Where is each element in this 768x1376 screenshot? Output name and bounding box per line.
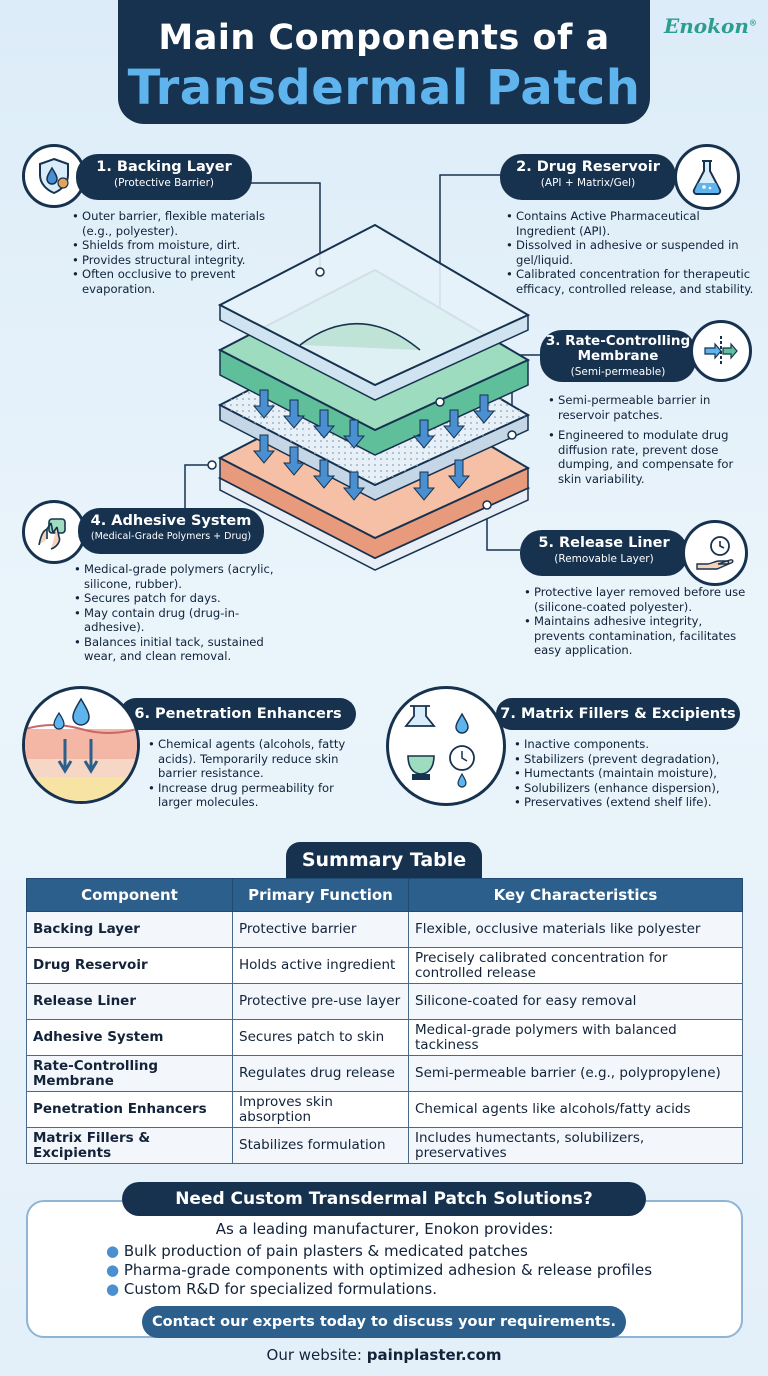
membrane-sub: (Semi-permeable): [570, 366, 666, 378]
list-item: May contain drug (drug-in-adhesive).: [74, 606, 284, 635]
matrix-fillers-heading: 7. Matrix Fillers & Excipients: [500, 706, 736, 722]
backing-layer: [217, 223, 531, 401]
list-item: Contains Active Pharmaceutical Ingredien…: [506, 209, 760, 238]
cta-bullets: ● Bulk production of pain plasters & med…: [106, 1242, 741, 1299]
membrane-bullets: Semi-permeable barrier in reservoir patc…: [548, 393, 748, 486]
list-item: Provides structural integrity.: [72, 253, 272, 268]
list-item: Maintains adhesive integrity, prevents c…: [524, 614, 754, 658]
penetration-heading: 6. Penetration Enhancers: [134, 706, 342, 722]
list-item: Humectants (maintain moisture),: [514, 766, 754, 781]
penetration-pill: 6. Penetration Enhancers: [120, 698, 356, 730]
adhesive-bullets: Medical-grade polymers (acrylic, silicon…: [74, 562, 284, 664]
backing-layer-heading: 1. Backing Layer: [96, 159, 232, 175]
summary-title: Summary Table: [286, 842, 482, 878]
column-header: Key Characteristics: [408, 878, 743, 912]
column-header: Primary Function: [232, 878, 409, 912]
list-item: Solubilizers (enhance dispersion),: [514, 781, 754, 796]
contact-experts-button[interactable]: Contact our experts today to discuss you…: [142, 1306, 626, 1338]
drug-reservoir-pill: 2. Drug Reservoir (API + Matrix/Gel): [500, 154, 676, 200]
list-item: ● Bulk production of pain plasters & med…: [106, 1242, 528, 1260]
list-item: ● Custom R&D for specialized formulation…: [106, 1280, 437, 1298]
list-item: Often occlusive to prevent evaporation.: [72, 267, 272, 296]
summary-table: Component Primary Function Key Character…: [26, 878, 743, 1164]
membrane-arrow-icon: [704, 336, 738, 366]
cta-title: Need Custom Transdermal Patch Solutions?: [122, 1182, 646, 1216]
adhesive-pill: 4. Adhesive System (Medical-Grade Polyme…: [78, 508, 264, 554]
release-liner-sub: (Removable Layer): [554, 553, 654, 565]
list-item: Shields from moisture, dirt.: [72, 238, 272, 253]
list-item: Protective layer removed before use (sil…: [524, 585, 754, 614]
column-header: Component: [26, 878, 233, 912]
adhesive-icon-circle: [22, 500, 86, 564]
title-banner: Main Components of a Transdermal Patch: [118, 0, 650, 124]
list-item: Secures patch for days.: [74, 591, 284, 606]
matrix-fillers-pill: 7. Matrix Fillers & Excipients: [496, 698, 740, 730]
release-liner-pill: 5. Release Liner (Removable Layer): [520, 530, 688, 576]
release-liner-icon-circle: [682, 520, 748, 586]
list-item: Inactive components.: [514, 737, 754, 752]
matrix-fillers-bullets: Inactive components. Stabilizers (preven…: [514, 737, 754, 810]
list-item: Preservatives (extend shelf life).: [514, 795, 754, 810]
list-item: Engineered to modulate drug diffusion ra…: [548, 428, 748, 486]
flask-icon: [692, 160, 722, 195]
list-item: ● Pharma-grade components with optimized…: [106, 1261, 653, 1279]
list-item: Semi-permeable barrier in reservoir patc…: [548, 393, 748, 422]
membrane-heading: 3. Rate-Controlling Membrane: [545, 333, 691, 364]
hand-patch-icon: [38, 518, 66, 550]
brand-logo: Enokon®: [664, 14, 757, 38]
list-item: Stabilizers (prevent degradation),: [514, 752, 754, 767]
membrane-icon-circle: [690, 320, 752, 382]
drug-reservoir-icon-circle: [674, 144, 740, 210]
backing-layer-sub: (Protective Barrier): [113, 177, 215, 189]
release-liner-heading: 5. Release Liner: [538, 535, 670, 551]
shield-icon: [39, 157, 69, 195]
hand-clock-icon: [696, 536, 734, 570]
website-label: Our website:: [266, 1346, 362, 1364]
backing-layer-pill: 1. Backing Layer (Protective Barrier): [76, 154, 252, 200]
title-line2: Transdermal Patch: [127, 60, 641, 116]
website-link[interactable]: painplaster.com: [366, 1346, 502, 1364]
list-item: Calibrated concentration for therapeutic…: [506, 267, 760, 296]
list-item: Chemical agents (alcohols, fatty acids).…: [148, 737, 368, 781]
release-liner-bullets: Protective layer removed before use (sil…: [524, 585, 754, 658]
list-item: Balances initial tack, sustained wear, a…: [74, 635, 284, 664]
backing-layer-icon-circle: [22, 144, 86, 208]
penetration-icon-circle: [22, 686, 140, 804]
adhesive-heading: 4. Adhesive System: [90, 513, 252, 529]
drug-reservoir-heading: 2. Drug Reservoir: [516, 159, 660, 175]
penetration-bullets: Chemical agents (alcohols, fatty acids).…: [148, 737, 368, 810]
backing-layer-bullets: Outer barrier, flexible materials (e.g.,…: [72, 209, 272, 296]
skin-drop-icon: [25, 697, 137, 801]
drug-reservoir-sub: (API + Matrix/Gel): [540, 177, 636, 189]
title-line1: Main Components of a: [158, 18, 610, 58]
membrane-pill: 3. Rate-Controlling Membrane (Semi-perme…: [540, 330, 696, 382]
website-line: Our website: painplaster.com: [0, 1346, 768, 1364]
table-header-row: Component Primary Function Key Character…: [26, 878, 743, 912]
adhesive-sub: (Medical-Grade Polymers + Drug): [90, 531, 252, 542]
drug-reservoir-bullets: Contains Active Pharmaceutical Ingredien…: [506, 209, 760, 296]
matrix-fillers-icon-circle: [386, 686, 506, 806]
list-item: Increase drug permeability for larger mo…: [148, 781, 368, 810]
diffusion-arrows: [252, 389, 496, 501]
lab-tools-icon: [404, 705, 475, 788]
list-item: Dissolved in adhesive or suspended in ge…: [506, 238, 760, 267]
list-item: Outer barrier, flexible materials (e.g.,…: [72, 209, 272, 238]
cta-intro: As a leading manufacturer, Enokon provid…: [215, 1220, 554, 1238]
list-item: Medical-grade polymers (acrylic, silicon…: [74, 562, 284, 591]
